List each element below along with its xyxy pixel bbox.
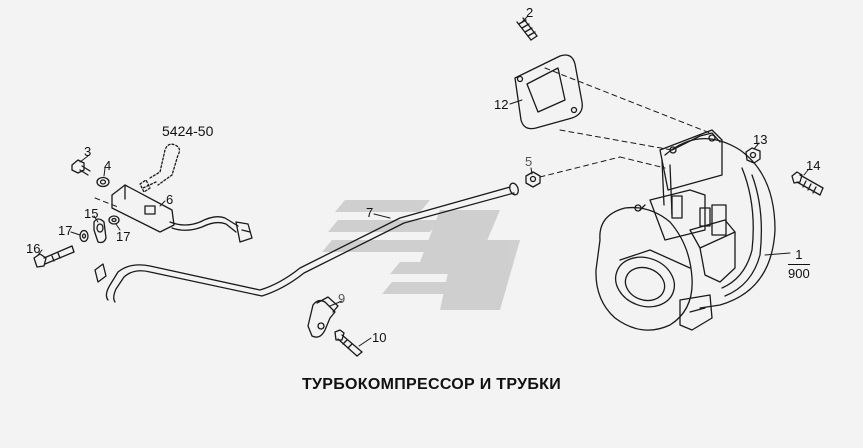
gasket-12 (514, 54, 583, 130)
turbocharger-1 (595, 129, 776, 331)
callout-16: 16 (26, 241, 41, 256)
nut-5 (525, 171, 541, 188)
bolt-16 (33, 245, 75, 268)
callout-5: 5 (525, 154, 533, 169)
callout-12: 12 (494, 97, 509, 112)
watermark-logo (322, 200, 520, 310)
callout-6: 6 (166, 192, 174, 207)
callout-2: 2 (526, 5, 534, 20)
bolt-10 (334, 329, 363, 357)
washer-17b (108, 215, 120, 225)
callout-3: 3 (84, 144, 92, 159)
callout-1-900: 1 900 (788, 248, 810, 280)
callout-10: 10 (372, 330, 387, 345)
banjo-15 (93, 218, 107, 244)
callout-15: 15 (84, 206, 99, 221)
pipe-7 (94, 182, 519, 303)
callout-14: 14 (806, 158, 821, 173)
clamp-9 (307, 296, 339, 338)
callout-1: 1 (795, 247, 803, 262)
dashed-assembly-lines (94, 67, 711, 208)
hose-fitting-5424-50 (139, 143, 181, 193)
callout-9: 9 (338, 291, 346, 306)
callout-13: 13 (753, 132, 768, 147)
reference-5424-50: 5424-50 (162, 123, 214, 139)
washer-17a (79, 229, 89, 243)
callout-900: 900 (788, 263, 810, 281)
screw-3 (71, 159, 91, 176)
callout-17-left: 17 (58, 223, 73, 238)
diagram-title: ТУРБОКОМПРЕССОР И ТРУБКИ (301, 376, 562, 393)
sensor-6 (111, 184, 253, 243)
callout-7: 7 (366, 205, 374, 220)
washer-4 (96, 176, 110, 188)
callout-17-right: 17 (116, 229, 131, 244)
leader-lines (37, 16, 809, 347)
callout-4: 4 (104, 158, 112, 173)
nut-13 (745, 147, 761, 164)
bolt-14 (791, 171, 824, 196)
stud-2 (516, 17, 538, 41)
